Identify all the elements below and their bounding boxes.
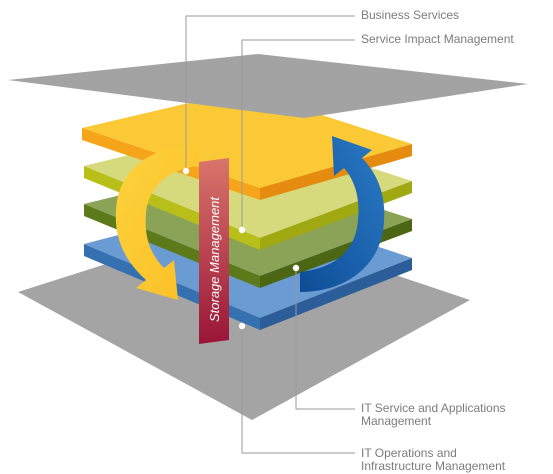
dot-business-services [182, 167, 190, 175]
it-operations-line1: IT Operations and [361, 446, 457, 460]
it-operations-line2: Infrastructure Management [361, 459, 506, 473]
leader-it-service-apps [295, 268, 355, 410]
dot-service-impact [238, 226, 246, 234]
storage-management-bar: Storage Management [199, 158, 229, 344]
leader-business-services [185, 15, 355, 170]
dot-it-service-apps [292, 264, 300, 272]
it-service-applications-label: IT Service and Applications Management [361, 402, 506, 428]
leader-dots [182, 167, 300, 330]
it-service-applications-line1: IT Service and Applications [361, 401, 506, 415]
it-operations-label: IT Operations and Infrastructure Managem… [361, 447, 505, 473]
yellow-arrow [115, 146, 200, 300]
blue-arrow [300, 136, 385, 292]
storage-management-label: Storage Management [207, 196, 222, 322]
business-services-label: Business Services [361, 8, 460, 22]
service-impact-management-label: Service Impact Management [361, 32, 514, 46]
leader-service-impact [241, 39, 355, 230]
leader-it-ops [241, 326, 355, 454]
it-service-applications-line2: Management [361, 414, 432, 428]
leader-lines [185, 15, 355, 454]
dot-it-ops [238, 322, 246, 330]
top-plane [8, 54, 528, 118]
